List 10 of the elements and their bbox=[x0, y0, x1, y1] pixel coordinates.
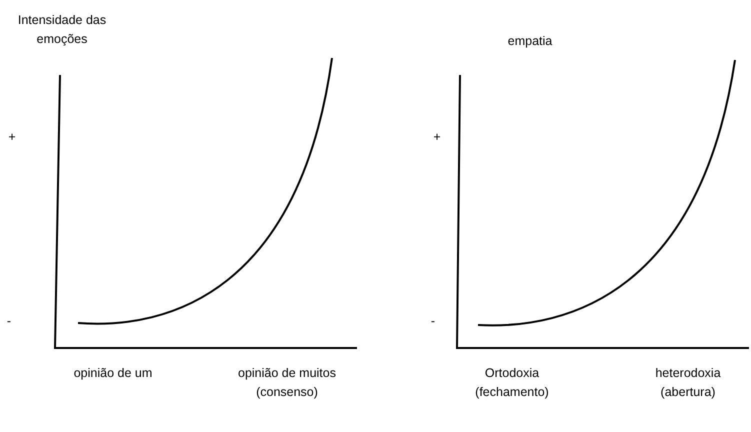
minus-sign: - bbox=[6, 313, 12, 330]
axis-label: empatia bbox=[506, 33, 554, 50]
axis-label: heterodoxia (abertura) bbox=[654, 365, 722, 402]
plus-sign: + bbox=[7, 129, 17, 146]
plus-sign: + bbox=[432, 129, 442, 146]
axis-label: opinião de muitos (consenso) bbox=[237, 365, 337, 402]
minus-sign: - bbox=[430, 313, 436, 330]
axis-label: Ortodoxia (fechamento) bbox=[474, 365, 550, 402]
axis-label: opinião de um bbox=[72, 365, 154, 382]
axis-label: Intensidade das emoções bbox=[16, 12, 108, 48]
